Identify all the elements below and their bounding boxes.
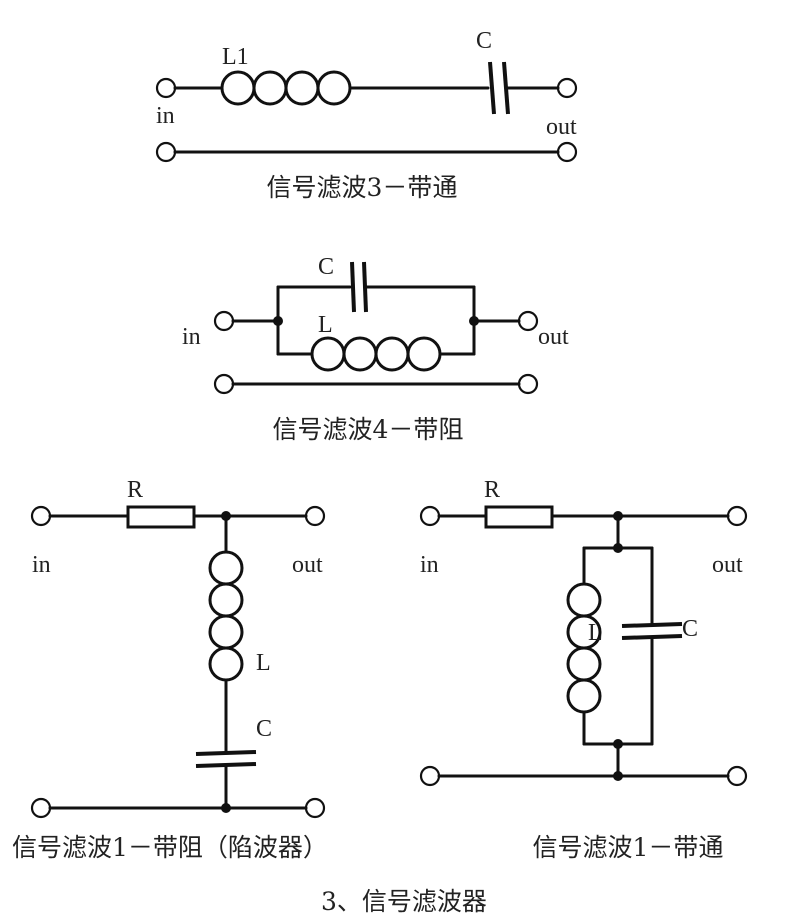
out-label: out — [292, 552, 323, 578]
input-terminal-bottom — [155, 141, 177, 163]
caption-bandpass-3: 信号滤波3－带通 — [267, 173, 458, 202]
output-terminal-bottom — [304, 797, 326, 819]
in-label: in — [32, 552, 51, 578]
out-label: out — [538, 324, 569, 350]
circuit-notch-filter: R L C in out 信号滤波1－带阻（陷波器） — [12, 477, 328, 862]
caption-bandstop-4: 信号滤波4－带阻 — [273, 415, 464, 444]
out-label: out — [546, 114, 577, 140]
inductor-label: L1 — [222, 44, 249, 70]
output-terminal-bottom — [517, 373, 539, 395]
caption-notch-filter: 信号滤波1－带阻（陷波器） — [12, 833, 328, 862]
output-terminal-bottom — [556, 141, 578, 163]
input-terminal-top — [155, 77, 177, 99]
input-terminal-bottom — [30, 797, 52, 819]
capacitor-label: C — [476, 28, 492, 54]
junction-node — [469, 316, 479, 326]
input-terminal-top — [30, 505, 52, 527]
output-terminal-bottom — [726, 765, 748, 787]
inductor-shunt — [208, 550, 244, 682]
capacitor-label: C — [682, 616, 698, 642]
resistor — [126, 505, 196, 529]
caption-bandpass-1: 信号滤波1－带通 — [533, 833, 724, 862]
circuit-bandpass-3: L1 C in out 信号滤波3－带通 — [155, 28, 578, 202]
input-terminal-bottom — [213, 373, 235, 395]
resistor — [484, 505, 554, 529]
input-terminal-top — [213, 310, 235, 332]
capacitor-series — [488, 61, 510, 115]
resistor-label: R — [484, 477, 500, 503]
junction-node — [273, 316, 283, 326]
in-label: in — [420, 552, 439, 578]
output-terminal-top — [517, 310, 539, 332]
inductor-label: L — [588, 620, 603, 646]
inductor-parallel — [310, 336, 442, 372]
output-terminal-top — [556, 77, 578, 99]
inductor-tank — [566, 582, 602, 714]
capacitor-parallel — [350, 261, 368, 313]
inductor-label: L — [256, 650, 271, 676]
in-label: in — [156, 103, 175, 129]
capacitor-tank — [621, 622, 683, 640]
inductor-label: L — [318, 312, 333, 338]
figure-title: 3、信号滤波器 — [321, 887, 487, 916]
resistor-label: R — [127, 477, 143, 503]
inductor-l1 — [220, 70, 352, 106]
circuit-bandstop-4: C L in out 信号滤波4－带阻 — [182, 254, 569, 444]
input-terminal-top — [419, 505, 441, 527]
output-terminal-top — [726, 505, 748, 527]
output-terminal-top — [304, 505, 326, 527]
capacitor-shunt — [195, 750, 257, 768]
capacitor-label: C — [256, 716, 272, 742]
input-terminal-bottom — [419, 765, 441, 787]
capacitor-label: C — [318, 254, 334, 280]
in-label: in — [182, 324, 201, 350]
out-label: out — [712, 552, 743, 578]
circuit-bandpass-1: R L C in out 信号滤波1－带通 — [419, 477, 748, 862]
